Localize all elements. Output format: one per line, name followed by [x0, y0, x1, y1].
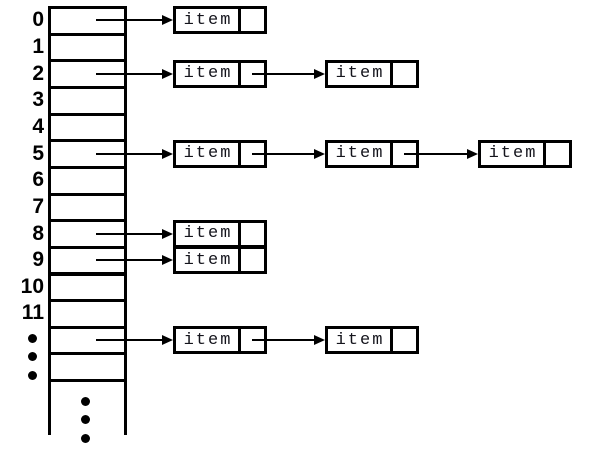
index-label-2: 2 [32, 61, 44, 85]
index-label-9: 9 [32, 248, 44, 272]
bucket-pointer-arrow-head [162, 68, 173, 79]
node-item-field: item [176, 9, 241, 32]
bucket-cell-4 [48, 112, 127, 143]
node-pointer-arrow-head [314, 148, 325, 159]
node-pointer-arrow-line [404, 152, 467, 155]
chain-node: item [325, 139, 419, 168]
index-label-5: 5 [32, 141, 44, 165]
index-label-3: 3 [32, 88, 44, 112]
node-next-field [393, 329, 416, 351]
bucket-pointer-arrow-head [162, 15, 173, 26]
bucket-pointer-arrow-line [96, 19, 162, 22]
index-label-6: 6 [32, 168, 44, 192]
node-next-field [241, 249, 264, 271]
index-label-10: 10 [20, 274, 44, 298]
chain-node: item [478, 139, 572, 168]
chain-node: item [325, 59, 419, 88]
chain-node: item [173, 139, 267, 168]
index-label-4: 4 [32, 114, 44, 138]
bucket-cell-11 [48, 299, 127, 329]
chain-node: item [173, 219, 267, 248]
index-label-1: 1 [32, 34, 44, 58]
bucket-pointer-arrow-head [162, 228, 173, 239]
index-ellipsis-dot [27, 352, 37, 361]
node-pointer-arrow-line [252, 339, 314, 342]
index-label-8: 8 [32, 221, 44, 245]
node-next-field [393, 63, 416, 85]
bucket-pointer-arrow-head [162, 255, 173, 266]
node-pointer-arrow-head [314, 68, 325, 79]
index-label-7: 7 [32, 194, 44, 218]
bucket-pointer-arrow-line [96, 259, 162, 262]
node-item-field: item [176, 62, 241, 85]
node-item-field: item [328, 142, 393, 165]
bucket-cell-ellipsis-13 [48, 352, 127, 383]
bucket-pointer-arrow-head [162, 148, 173, 159]
array-open-bottom [48, 379, 127, 436]
node-item-field: item [176, 329, 241, 352]
chain-node: item [173, 59, 267, 88]
node-pointer-arrow-head [314, 335, 325, 346]
bucket-cell-7 [48, 192, 127, 223]
array-ellipsis-dot [80, 433, 90, 443]
node-pointer-arrow-line [252, 152, 314, 155]
index-ellipsis-dot [27, 333, 37, 343]
array-ellipsis-dot [80, 415, 90, 424]
index-label-11: 11 [21, 301, 44, 325]
bucket-pointer-arrow-line [96, 339, 162, 342]
bucket-pointer-arrow-line [96, 152, 162, 155]
bucket-cell-1 [48, 32, 127, 63]
bucket-cell-10 [48, 272, 127, 303]
node-item-field: item [328, 329, 393, 352]
node-pointer-arrow-line [252, 72, 314, 75]
bucket-pointer-arrow-head [162, 335, 173, 346]
bucket-pointer-arrow-line [96, 72, 162, 75]
bucket-cell-6 [48, 165, 127, 196]
bucket-pointer-arrow-line [96, 232, 162, 235]
node-pointer-arrow-head [467, 148, 478, 159]
node-item-field: item [176, 249, 241, 272]
node-item-field: item [176, 142, 241, 165]
array-ellipsis-dot [80, 396, 90, 406]
bucket-cell-3 [48, 85, 127, 116]
index-ellipsis-dot [27, 370, 37, 380]
node-item-field: item [328, 62, 393, 85]
node-item-field: item [176, 222, 241, 245]
node-next-field [546, 143, 569, 165]
chain-node: item [173, 246, 267, 275]
node-item-field: item [481, 142, 546, 165]
node-next-field [241, 9, 264, 31]
index-label-0: 0 [32, 8, 44, 32]
chain-node: item [173, 6, 267, 35]
node-next-field [241, 223, 264, 245]
chain-node: item [325, 326, 419, 355]
